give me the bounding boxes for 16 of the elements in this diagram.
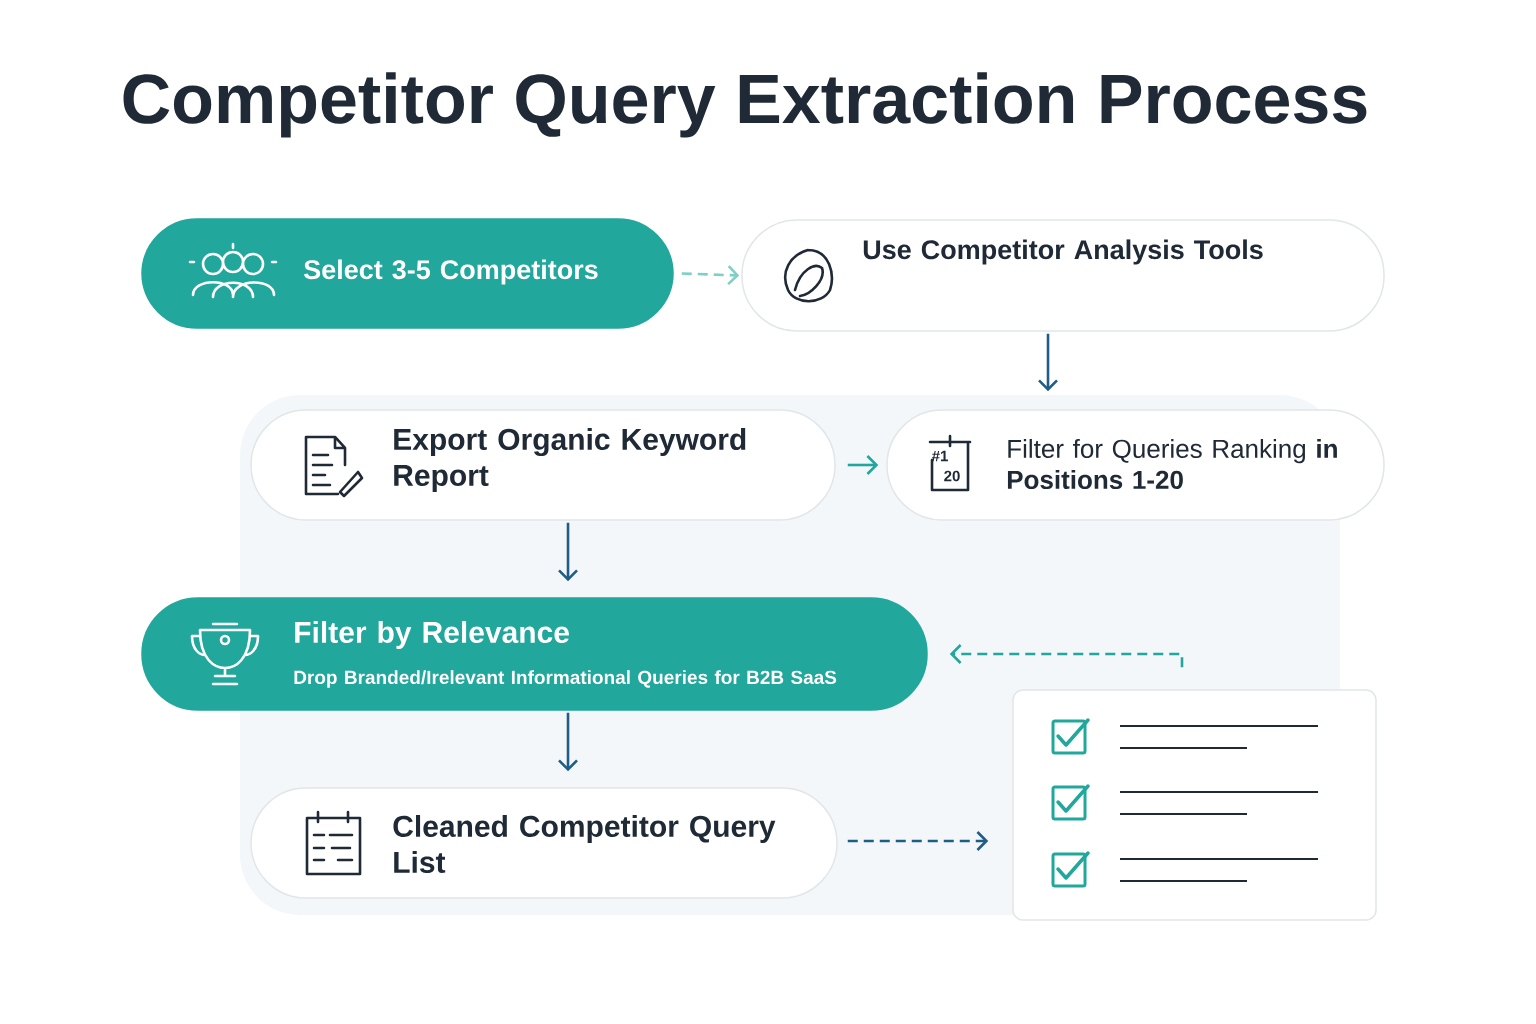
- arrow: [558, 522, 578, 582]
- process-pill: Filter by Relevance Drop Branded/Irelevant Informational Queries for B2B SaaS: [141, 597, 928, 711]
- arrow: [558, 712, 578, 772]
- arrow: [847, 455, 879, 475]
- process-pill: Use Competitor Analysis Tools: [741, 219, 1385, 332]
- arrow: [949, 644, 1184, 668]
- process-pill: Cleaned Competitor Query List: [250, 787, 838, 899]
- arrow: [727, 265, 740, 286]
- icon-label: #1: [931, 450, 948, 462]
- arrow: [847, 831, 989, 851]
- icon-label: 20: [944, 470, 960, 482]
- checklist-card: [1012, 689, 1377, 921]
- title: Competitor Query Extraction Process: [123, 72, 1367, 138]
- process-pill: Select 3-5 Competitors: [141, 218, 674, 329]
- arrow: [1038, 333, 1058, 392]
- process-pill: Export Organic Keyword Report: [250, 409, 836, 521]
